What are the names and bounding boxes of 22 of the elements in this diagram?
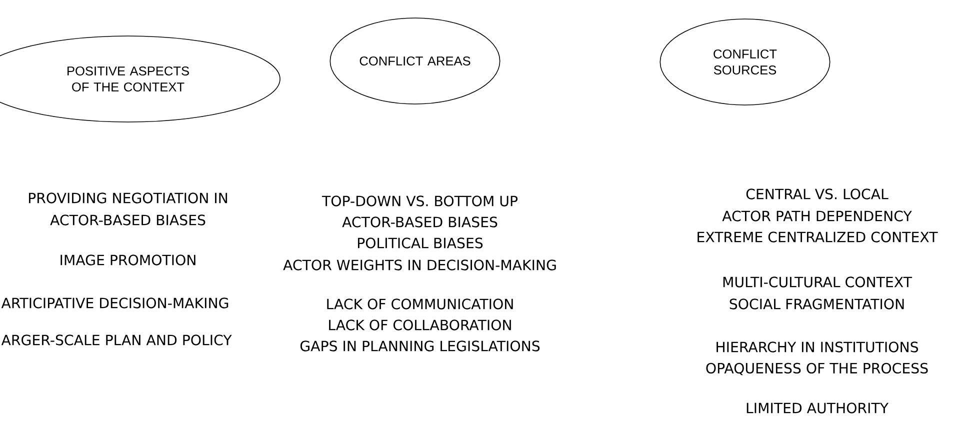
list-item: ACTOR-BASED BIASES xyxy=(342,216,498,228)
ellipse-node: CONFLICT SOURCES xyxy=(660,18,830,106)
ellipse-node: CONFLICT AREAS xyxy=(330,18,500,104)
list-item: GAPS IN PLANNING LEGISLATIONS xyxy=(300,340,540,352)
list-item: ACTOR PATH DEPENDENCY xyxy=(722,210,912,222)
list-item: TOP-DOWN VS. BOTTOM UP xyxy=(322,196,518,206)
list-item: OPAQUENESS OF THE PROCESS xyxy=(706,362,928,376)
list-item: CENTRAL VS. LOCAL xyxy=(746,188,888,200)
list-item: HIERARCHY IN INSTITUTIONS xyxy=(716,342,918,352)
list-item: EXTREME CENTRALIZED CONTEXT xyxy=(698,232,938,242)
list-item: LACK OF COMMUNICATION xyxy=(327,298,513,310)
list-item: PROVIDING NEGOTIATION IN xyxy=(28,192,228,204)
list-item: IMAGE PROMOTION xyxy=(60,254,196,266)
list-item: MULTI-CULTURAL CONTEXT xyxy=(723,276,912,288)
list-item: ACTOR-BASED BIASES xyxy=(50,214,206,226)
list-item: LIMITED AUTHORITY xyxy=(746,402,889,414)
list-item: POLITICAL BIASES xyxy=(358,238,483,248)
list-item: LACK OF COLLABORATION xyxy=(329,320,511,330)
list-item: ACTOR WEIGHTS IN DECISION-MAKING xyxy=(283,260,556,270)
list-item: SOCIAL FRAGMENTATION xyxy=(730,298,904,310)
list-item: ARTICIPATIVE DECISION-MAKING xyxy=(1,298,228,308)
list-item: ARGER-SCALE PLAN AND POLICY xyxy=(1,334,232,346)
